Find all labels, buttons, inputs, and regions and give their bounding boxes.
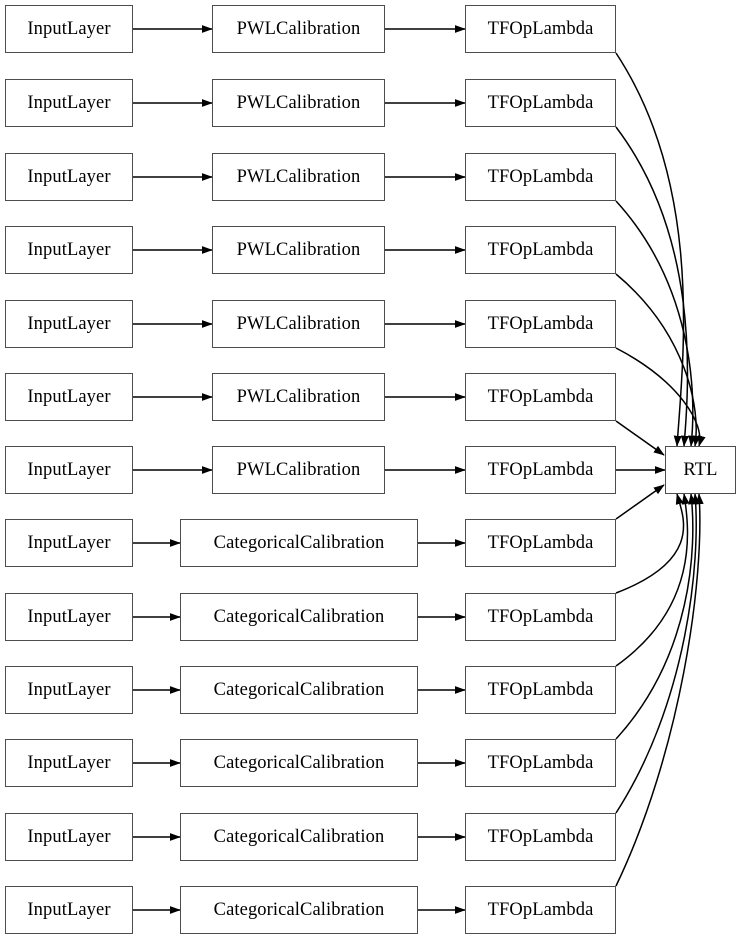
node-tf-op-lambda-row-5[interactable]: TFOpLambda (465, 373, 616, 421)
node-tf-op-lambda-row-7[interactable]: TFOpLambda (465, 519, 616, 567)
node-input-layer-row-6[interactable]: InputLayer (5, 446, 133, 494)
node-label: TFOpLambda (487, 166, 594, 187)
node-calibration-row-11[interactable]: CategoricalCalibration (180, 813, 418, 861)
node-label: PWLCalibration (236, 92, 361, 113)
node-label: InputLayer (27, 532, 111, 553)
node-label: PWLCalibration (236, 313, 361, 334)
node-rtl[interactable]: RTL (665, 446, 736, 494)
node-label: TFOpLambda (487, 679, 594, 700)
node-label: TFOpLambda (487, 92, 594, 113)
node-label: InputLayer (27, 459, 111, 480)
node-input-layer-row-2[interactable]: InputLayer (5, 153, 133, 201)
node-label: TFOpLambda (487, 606, 594, 627)
node-input-layer-row-9[interactable]: InputLayer (5, 666, 133, 714)
node-tf-op-lambda-row-3[interactable]: TFOpLambda (465, 226, 616, 274)
node-calibration-row-6[interactable]: PWLCalibration (212, 446, 385, 494)
node-calibration-row-9[interactable]: CategoricalCalibration (180, 666, 418, 714)
node-label: PWLCalibration (236, 166, 361, 187)
node-label: RTL (683, 459, 718, 480)
node-label: CategoricalCalibration (213, 899, 385, 920)
node-label: InputLayer (27, 606, 111, 627)
node-label: TFOpLambda (487, 532, 594, 553)
node-label: TFOpLambda (487, 752, 594, 773)
node-label: TFOpLambda (487, 826, 594, 847)
node-input-layer-row-11[interactable]: InputLayer (5, 813, 133, 861)
node-label: TFOpLambda (487, 899, 594, 920)
node-label: CategoricalCalibration (213, 532, 385, 553)
node-input-layer-row-1[interactable]: InputLayer (5, 79, 133, 127)
node-tf-op-lambda-row-12[interactable]: TFOpLambda (465, 886, 616, 934)
node-label: InputLayer (27, 679, 111, 700)
node-tf-op-lambda-row-4[interactable]: TFOpLambda (465, 300, 616, 348)
node-calibration-row-8[interactable]: CategoricalCalibration (180, 593, 418, 641)
node-label: TFOpLambda (487, 386, 594, 407)
node-input-layer-row-3[interactable]: InputLayer (5, 226, 133, 274)
node-label: InputLayer (27, 899, 111, 920)
node-label: PWLCalibration (236, 386, 361, 407)
node-label: CategoricalCalibration (213, 606, 385, 627)
node-calibration-row-1[interactable]: PWLCalibration (212, 79, 385, 127)
node-calibration-row-0[interactable]: PWLCalibration (212, 5, 385, 53)
node-label: PWLCalibration (236, 18, 361, 39)
node-label: CategoricalCalibration (213, 826, 385, 847)
node-calibration-row-12[interactable]: CategoricalCalibration (180, 886, 418, 934)
node-label: InputLayer (27, 239, 111, 260)
node-input-layer-row-12[interactable]: InputLayer (5, 886, 133, 934)
node-input-layer-row-7[interactable]: InputLayer (5, 519, 133, 567)
node-tf-op-lambda-row-11[interactable]: TFOpLambda (465, 813, 616, 861)
node-tf-op-lambda-row-1[interactable]: TFOpLambda (465, 79, 616, 127)
node-label: InputLayer (27, 92, 111, 113)
node-calibration-row-4[interactable]: PWLCalibration (212, 300, 385, 348)
node-calibration-row-10[interactable]: CategoricalCalibration (180, 739, 418, 787)
node-tf-op-lambda-row-2[interactable]: TFOpLambda (465, 153, 616, 201)
node-input-layer-row-10[interactable]: InputLayer (5, 739, 133, 787)
node-label: PWLCalibration (236, 459, 361, 480)
node-tf-op-lambda-row-0[interactable]: TFOpLambda (465, 5, 616, 53)
node-label: CategoricalCalibration (213, 679, 385, 700)
node-label: PWLCalibration (236, 239, 361, 260)
node-input-layer-row-5[interactable]: InputLayer (5, 373, 133, 421)
node-tf-op-lambda-row-9[interactable]: TFOpLambda (465, 666, 616, 714)
node-calibration-row-7[interactable]: CategoricalCalibration (180, 519, 418, 567)
node-tf-op-lambda-row-8[interactable]: TFOpLambda (465, 593, 616, 641)
node-input-layer-row-4[interactable]: InputLayer (5, 300, 133, 348)
node-calibration-row-2[interactable]: PWLCalibration (212, 153, 385, 201)
node-label: InputLayer (27, 752, 111, 773)
node-label: InputLayer (27, 313, 111, 334)
node-label: CategoricalCalibration (213, 752, 385, 773)
node-label: TFOpLambda (487, 18, 594, 39)
node-calibration-row-3[interactable]: PWLCalibration (212, 226, 385, 274)
node-input-layer-row-8[interactable]: InputLayer (5, 593, 133, 641)
node-calibration-row-5[interactable]: PWLCalibration (212, 373, 385, 421)
node-label: TFOpLambda (487, 313, 594, 334)
node-label: InputLayer (27, 166, 111, 187)
node-label: InputLayer (27, 386, 111, 407)
node-label: TFOpLambda (487, 459, 594, 480)
node-label: InputLayer (27, 18, 111, 39)
node-tf-op-lambda-row-6[interactable]: TFOpLambda (465, 446, 616, 494)
node-label: InputLayer (27, 826, 111, 847)
node-input-layer-row-0[interactable]: InputLayer (5, 5, 133, 53)
node-tf-op-lambda-row-10[interactable]: TFOpLambda (465, 739, 616, 787)
node-label: TFOpLambda (487, 239, 594, 260)
